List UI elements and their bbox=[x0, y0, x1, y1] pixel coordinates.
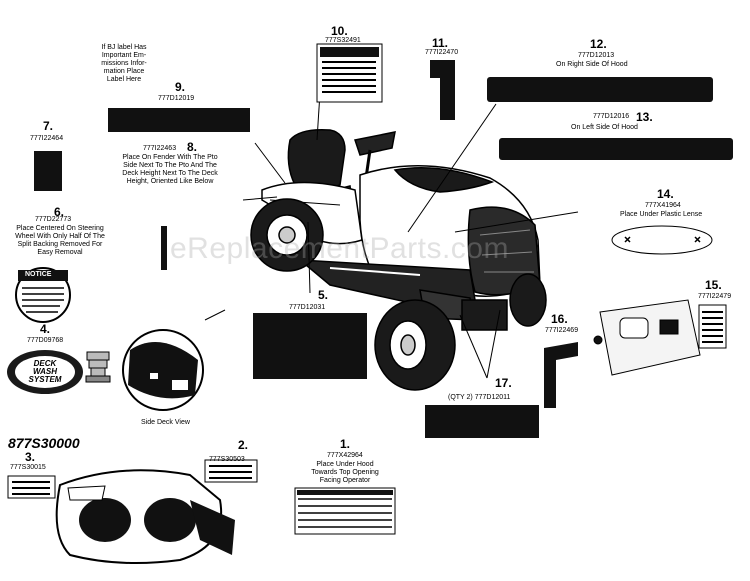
deck-lift-lever-decal bbox=[544, 342, 578, 408]
callout-11-part: 777I22470 bbox=[425, 49, 459, 56]
callout-15-number: 15. bbox=[705, 278, 722, 292]
decal-8-strip bbox=[161, 226, 167, 270]
deck-warning-decal-right bbox=[204, 459, 258, 483]
decal-13-stripe bbox=[499, 138, 733, 160]
mower-deck-illustration bbox=[55, 469, 235, 565]
callout-4-number: 4. bbox=[40, 322, 51, 336]
callout-2-number: 2. bbox=[238, 438, 249, 452]
callout-3-part: 777S30015 bbox=[10, 464, 46, 471]
callout-13-note: On Left Side Of Hood bbox=[571, 124, 638, 131]
fuel-tank-illustration bbox=[593, 299, 701, 376]
callout-1-number: 1. bbox=[340, 437, 351, 451]
deck-warning-decal-left bbox=[7, 475, 56, 499]
callout-9-part: 777D12019 bbox=[158, 95, 195, 102]
callout-8-number: 8. bbox=[187, 140, 198, 154]
deck-wash-decal bbox=[7, 350, 83, 394]
callout-7-number: 7. bbox=[43, 119, 54, 133]
decal-9-strip bbox=[108, 108, 250, 132]
decal-17-plate bbox=[425, 405, 539, 438]
callout-12-part: 777D12013 bbox=[578, 52, 615, 59]
decal-5-plate bbox=[253, 313, 367, 379]
callout-12-note: On Right Side Of Hood bbox=[556, 61, 628, 68]
hood-instruction-label bbox=[294, 487, 396, 535]
decal-12-stripe bbox=[487, 77, 713, 102]
callout-2-part: 777S30503 bbox=[209, 456, 245, 463]
callout-14-note: Place Under Plastic Lense bbox=[620, 211, 703, 218]
callout-15-part: 777I22479 bbox=[698, 293, 732, 300]
callout-16-part: 777I22469 bbox=[545, 327, 579, 334]
lawn-tractor-illustration bbox=[250, 128, 547, 391]
callout-13-number: 13. bbox=[636, 110, 653, 124]
callout-16-number: 16. bbox=[551, 312, 568, 326]
callout-9-number: 9. bbox=[175, 80, 186, 94]
callout-17-part: (QTY 2) 777D12011 bbox=[448, 394, 511, 401]
decal-7-strip bbox=[34, 151, 62, 191]
callout-4-part: 777D09768 bbox=[27, 337, 64, 344]
callout-17-number: 17. bbox=[495, 376, 512, 390]
callout-11-number: 11. bbox=[432, 36, 449, 50]
hose-fitting-icon bbox=[85, 351, 111, 383]
callout-8-part: 777I22463 bbox=[143, 145, 177, 152]
callout-10-number: 10. bbox=[331, 24, 348, 38]
callout-3-number: 3. bbox=[25, 450, 36, 464]
emissions-label bbox=[316, 43, 383, 103]
watermark: eReplacementParts.com bbox=[170, 232, 509, 265]
callout-14-number: 14. bbox=[657, 187, 674, 201]
notice-round-decal bbox=[15, 267, 71, 323]
callout-5-part: 777D12031 bbox=[289, 304, 326, 311]
callout-7-part: 777I22464 bbox=[30, 135, 64, 142]
pto-lever-decal bbox=[430, 60, 455, 120]
kit-number: 877S30000 bbox=[8, 435, 80, 451]
callout-14-part: 777X41964 bbox=[645, 202, 681, 209]
notice-decal-title: NOTICE bbox=[25, 271, 52, 278]
callout-1-part: 777X42964 bbox=[327, 452, 363, 459]
callout-10-part: 777S32491 bbox=[325, 37, 361, 44]
callout-12-number: 12. bbox=[590, 37, 607, 51]
side-deck-view-circle bbox=[122, 329, 204, 411]
fuel-warning-decal bbox=[698, 304, 727, 349]
side-deck-view-label: Side Deck View bbox=[141, 419, 190, 426]
callout-5-number: 5. bbox=[318, 288, 329, 302]
callout-6-number: 6. bbox=[54, 205, 65, 219]
callout-13-part: 777D12016 bbox=[593, 113, 630, 120]
headlight-lense-decal bbox=[611, 225, 713, 255]
callout-6-part: 777D22773 bbox=[35, 216, 72, 223]
